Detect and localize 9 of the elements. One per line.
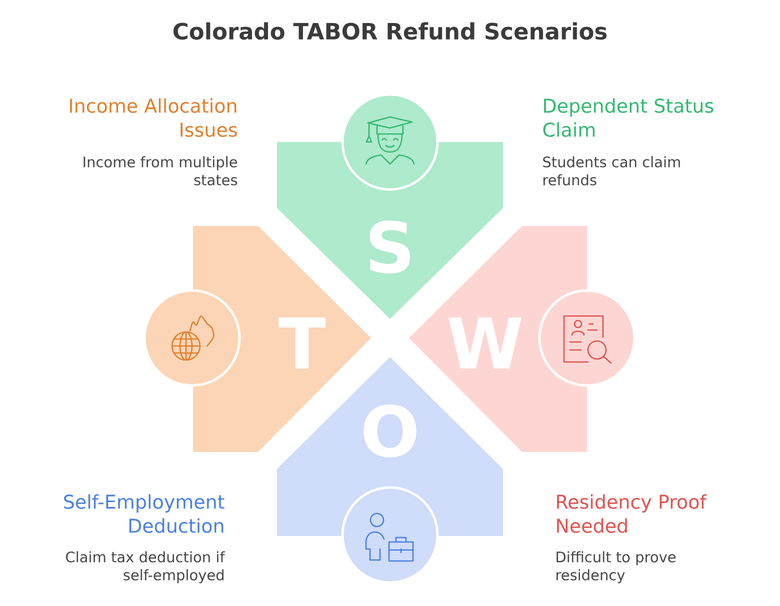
heading: Dependent Status Claim — [543, 98, 714, 137]
description: Students can claim refunds — [543, 156, 680, 186]
heading: Residency Proof Needed — [557, 494, 707, 533]
heading: Income Allocation Issues — [70, 98, 237, 137]
description: Income from multiple states — [84, 156, 238, 186]
heading: Self-Employment Deduction — [64, 494, 224, 533]
title: Colorado TABOR Refund Scenarios — [173, 22, 607, 40]
description: Claim tax deduction if self-employed — [66, 551, 226, 584]
description: Difficult to prove residency — [556, 551, 676, 584]
